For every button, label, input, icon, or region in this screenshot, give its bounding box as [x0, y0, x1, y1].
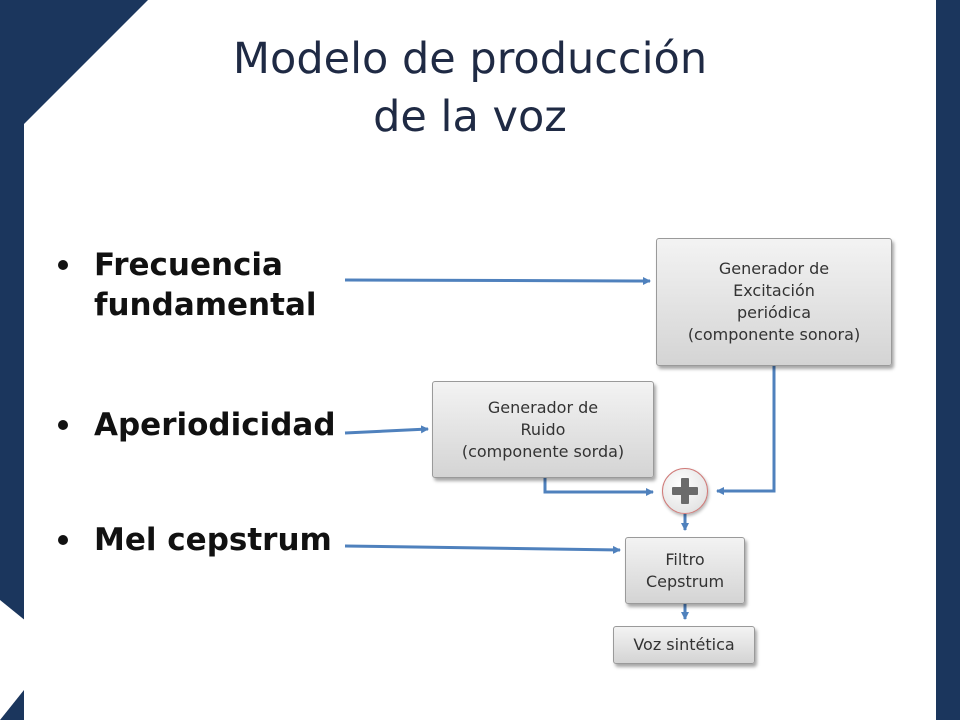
- bottom-left-frame-corner: [0, 600, 148, 720]
- arrow-f0-to-periodic-generator: [344, 276, 651, 285]
- box-label-line-4: (componente sonora): [687, 325, 861, 344]
- arrow-aperiodicity-to-noise-generator: [344, 425, 429, 435]
- periodic-excitation-generator-box: Generador de Excitación periódica (compo…: [656, 238, 892, 366]
- box-label-line-1: Filtro: [665, 549, 705, 569]
- arrow-mcep-to-filter: [344, 544, 621, 554]
- box-label-line-2: Excitación: [733, 281, 815, 300]
- bullet-text-line-2: fundamental: [94, 287, 317, 323]
- adder-node: [662, 468, 708, 514]
- box-label-line-3: (componente sorda): [461, 441, 625, 461]
- bottom-left-frame-edge: [0, 690, 24, 720]
- cepstrum-filter-box: Filtro Cepstrum: [625, 537, 745, 604]
- bullet-text-line-1: Frecuencia: [94, 247, 283, 283]
- noise-generator-box: Generador de Ruido (componente sorda): [432, 381, 654, 478]
- bullet-mel-cepstrum: Mel cepstrum: [58, 520, 332, 560]
- arrow-noise-to-adder: [543, 478, 654, 496]
- box-label-line-2: Ruido: [520, 419, 566, 439]
- title-line-2: de la voz: [373, 92, 567, 142]
- arrow-periodic-to-adder: [716, 366, 776, 495]
- bullet-text: Mel cepstrum: [94, 522, 332, 558]
- bullet-fundamental-frequency: Frecuencia fundamental: [58, 245, 317, 325]
- bullet-dot: [58, 535, 68, 545]
- bullet-dot: [58, 420, 68, 430]
- output-label: Voz sintética: [633, 635, 735, 654]
- bullet-text: Aperiodicidad: [94, 407, 336, 443]
- box-label-line-3: periódica: [736, 303, 811, 322]
- bullet-dot: [58, 260, 68, 270]
- box-label-line-1: Generador de: [487, 397, 599, 417]
- title-line-1: Modelo de producción: [232, 34, 708, 84]
- synthetic-voice-output-box: Voz sintética: [613, 626, 755, 664]
- right-frame: [936, 0, 960, 720]
- slide-title: Modelo de producción de la voz: [150, 30, 790, 146]
- box-label-line-1: Generador de: [718, 259, 830, 278]
- box-label-line-2: Cepstrum: [645, 571, 725, 591]
- bullet-aperiodicity: Aperiodicidad: [58, 405, 336, 445]
